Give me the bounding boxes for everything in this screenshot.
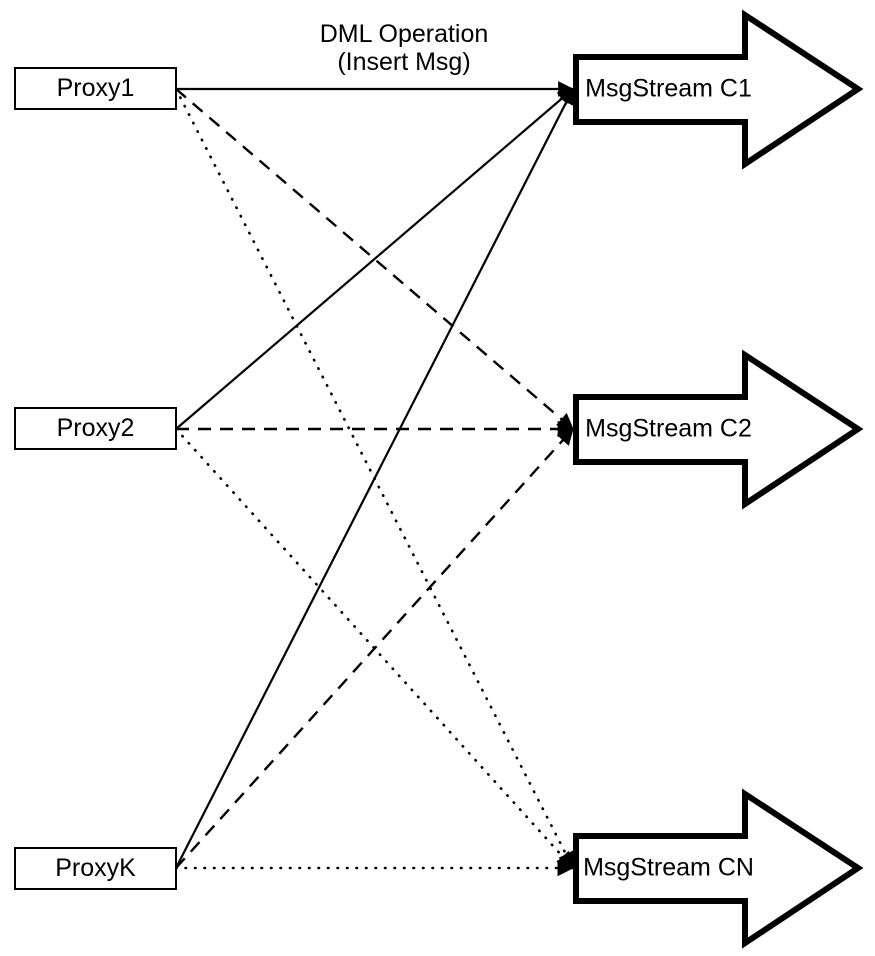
msgstream-label: MsgStream C2	[585, 415, 752, 443]
proxy-label: Proxy2	[57, 414, 135, 442]
connector-proxyK-to-stream_c2	[175, 428, 574, 869]
msgstream-node-stream_c2[interactable]: MsgStream C2	[573, 349, 864, 510]
proxy-label: Proxy1	[57, 74, 135, 102]
edge-caption: DML Operation (Insert Msg)	[320, 20, 489, 76]
msgstream-arrow-shape	[573, 788, 864, 949]
proxy-node-proxyK[interactable]: ProxyK	[14, 847, 177, 890]
proxy-box	[14, 407, 177, 450]
proxy-node-proxy2[interactable]: Proxy2	[14, 407, 177, 450]
msgstream-arrow-shape	[573, 349, 864, 510]
proxy-box	[14, 67, 177, 110]
msgstream-nodes-layer: MsgStream C1 MsgStream C2 MsgStream CN	[573, 9, 864, 949]
msgstream-label: MsgStream CN	[583, 854, 754, 882]
caption-line-1: DML Operation	[320, 20, 489, 48]
msgstream-node-stream_c1[interactable]: MsgStream C1	[573, 9, 864, 170]
connector-proxyK-to-stream_c1	[175, 88, 574, 869]
caption-line-2: (Insert Msg)	[337, 48, 470, 76]
proxy-box	[14, 847, 177, 890]
msgstream-arrow-shape	[573, 9, 864, 170]
connector-proxy2-to-stream_c1	[175, 88, 574, 430]
proxy-node-proxy1[interactable]: Proxy1	[14, 67, 177, 110]
msgstream-label: MsgStream C1	[585, 75, 752, 103]
proxy-label: ProxyK	[55, 854, 136, 882]
connector-layer	[174, 81, 575, 877]
msgstream-node-stream_cn[interactable]: MsgStream CN	[573, 788, 864, 949]
